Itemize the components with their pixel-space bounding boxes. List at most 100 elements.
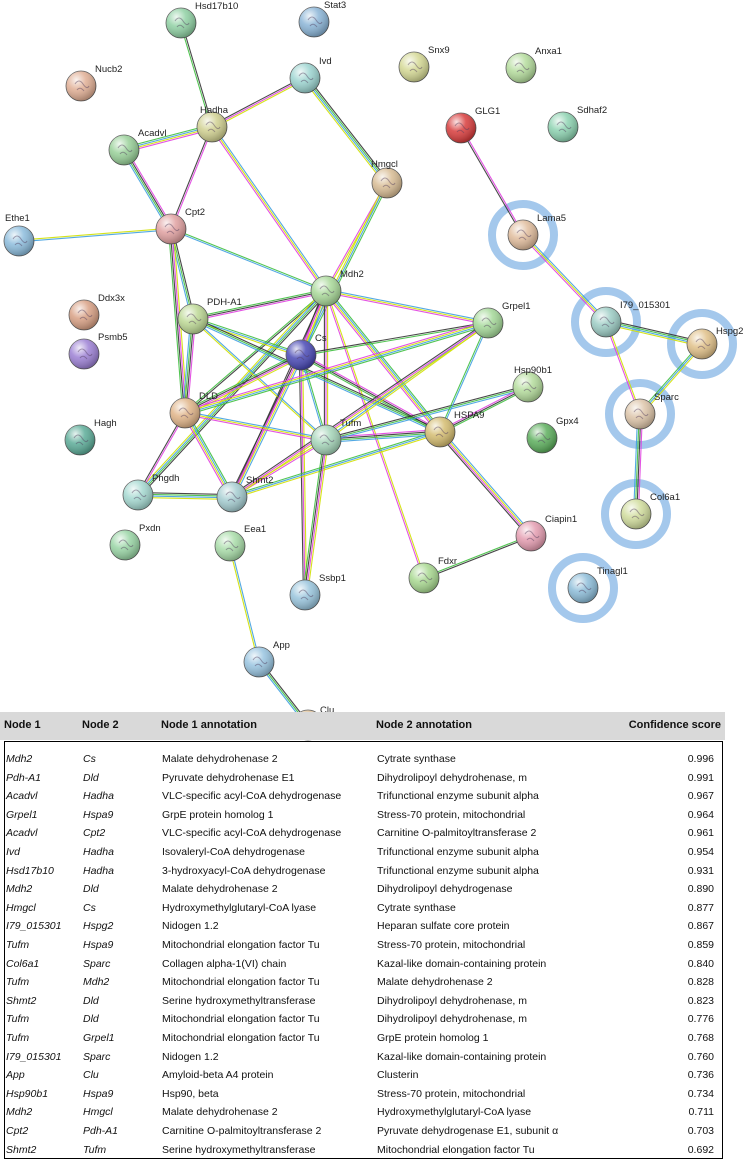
node-app[interactable]: App	[243, 640, 290, 678]
node-psmb5[interactable]: Psmb5	[68, 332, 128, 370]
node-anxa1[interactable]: Anxa1	[505, 46, 562, 84]
node-snx9[interactable]: Snx9	[398, 45, 450, 83]
node-dld[interactable]: DLD	[169, 391, 218, 429]
node-stat3[interactable]: Stat3	[298, 0, 346, 38]
node-label-tinagl1: Tinagl1	[597, 566, 628, 577]
node-label-app: App	[273, 640, 290, 651]
node-fdxr[interactable]: Fdxr	[408, 556, 457, 594]
node-i79-015301[interactable]: I79_015301	[590, 300, 670, 338]
node-eea1[interactable]: Eea1	[214, 524, 266, 562]
node-phgdh[interactable]: Phgdh	[122, 473, 179, 511]
confidence-score-cell: 0.703	[687, 1125, 714, 1137]
node-shmt2[interactable]: Shmt2	[216, 475, 273, 513]
node2-cell: Dld	[83, 994, 99, 1007]
edge-dld-tufm	[184, 410, 327, 443]
structure-icon	[535, 432, 551, 444]
node-hspg2[interactable]: Hspg2	[686, 326, 743, 360]
edge-tufm-hsp90b1	[325, 384, 529, 443]
node2-cell: Dld	[83, 883, 99, 896]
node1-annotation-cell: VLC-specific acyl-CoA dehydrogenase	[162, 827, 342, 840]
node-label-clu: Clu	[320, 705, 334, 716]
node2-cell: Pdh-A1	[83, 1125, 119, 1137]
node-sdhaf2[interactable]: Sdhaf2	[547, 105, 607, 143]
node1-cell: Grpel1	[6, 808, 38, 821]
node-label-anxa1: Anxa1	[535, 46, 562, 57]
node-label-dld: DLD	[199, 391, 218, 402]
table-header: Node 1 Node 2 Node 1 annotation Node 2 a…	[0, 712, 725, 740]
node-ssbp1[interactable]: Ssbp1	[289, 573, 346, 611]
node-hspa9[interactable]: HSPA9	[424, 410, 484, 448]
node1-annotation-cell: Collagen alpha-1(VI) chain	[162, 957, 287, 970]
edge-i79-015301-sparc	[604, 321, 642, 415]
confidence-score-cell: 0.734	[687, 1087, 714, 1100]
node2-cell: Cs	[83, 901, 96, 914]
node-label-ssbp1: Ssbp1	[319, 573, 346, 584]
node-label-shmt2: Shmt2	[246, 475, 273, 486]
node1-annotation-cell: 3-hydroxyacyl-CoA dehydrogenase	[162, 864, 326, 877]
structure-icon	[307, 16, 323, 28]
node2-cell: Cs	[83, 753, 96, 765]
node-grpel1[interactable]: Grpel1	[472, 301, 531, 339]
edge-hadha-cpt2	[169, 126, 214, 230]
confidence-score-cell: 0.736	[687, 1069, 714, 1082]
node-hadha[interactable]: Hadha	[196, 105, 229, 143]
structure-icon	[223, 540, 239, 552]
node-label-ethe1: Ethe1	[5, 213, 30, 224]
node1-cell: Mdh2	[6, 1106, 33, 1119]
node-tinagl1[interactable]: Tinagl1	[567, 566, 628, 604]
node1-annotation-cell: Nidogen 1.2	[162, 920, 219, 933]
edge-cs-shmt2	[229, 353, 304, 499]
edge-cs-grpel1	[300, 321, 489, 357]
node2-cell: Hadha	[83, 790, 114, 803]
node-pdh-a1[interactable]: PDH-A1	[177, 297, 242, 335]
header-confidence-score: Confidence score	[628, 719, 721, 731]
node-glg1[interactable]: GLG1	[445, 106, 500, 144]
node-ddx3x[interactable]: Ddx3x	[68, 293, 125, 331]
node-lama5[interactable]: Lama5	[507, 213, 566, 251]
node-pxdn[interactable]: Pxdn	[109, 523, 161, 561]
node-ciapin1[interactable]: Ciapin1	[515, 514, 577, 552]
node-sparc[interactable]: Sparc	[624, 392, 679, 430]
node-col6a1[interactable]: Col6a1	[620, 492, 680, 530]
header-node1: Node 1	[4, 719, 41, 731]
node2-annotation-cell: Heparan sulfate core protein	[377, 920, 510, 933]
confidence-score-cell: 0.692	[687, 1143, 714, 1156]
node-hmgcl[interactable]: Hmgcl	[371, 159, 403, 199]
node-hsp90b1[interactable]: Hsp90b1	[512, 365, 552, 403]
node-label-phgdh: Phgdh	[152, 473, 179, 484]
edge-mdh2-hspa9	[323, 289, 443, 434]
highlight-ring-i79-015301	[571, 287, 641, 357]
node1-annotation-cell: Mitochondrial elongation factor Tu	[162, 1032, 320, 1044]
node-cs[interactable]: Cs	[285, 333, 327, 371]
node2-annotation-cell: Malate dehydrohenase 2	[377, 976, 493, 989]
confidence-score-cell: 0.760	[687, 1050, 714, 1063]
node2-annotation-cell: Clusterin	[377, 1069, 419, 1082]
node2-annotation-cell: Kazal-like domain-containing protein	[377, 957, 547, 970]
node-acadvl[interactable]: Acadvl	[108, 128, 167, 166]
node-gpx4[interactable]: Gpx4	[526, 416, 579, 454]
node-tufm[interactable]: Tufm	[310, 418, 361, 456]
node-mdh2[interactable]: Mdh2	[310, 269, 364, 307]
node-nucb2[interactable]: Nucb2	[65, 64, 122, 102]
node-label-stat3: Stat3	[324, 0, 346, 11]
node-ivd[interactable]: Ivd	[289, 56, 332, 94]
node-cpt2[interactable]: Cpt2	[155, 207, 205, 245]
node-hagh[interactable]: Hagh	[64, 418, 117, 456]
node-ethe1[interactable]: Ethe1	[3, 213, 35, 257]
node2-cell: Dld	[83, 771, 99, 784]
node2-cell: Clu	[83, 1069, 99, 1082]
node1-cell: Acadvl	[6, 790, 38, 803]
structure-icon	[599, 316, 615, 328]
node2-cell: Sparc	[83, 957, 111, 970]
node1-cell: Tufm	[6, 939, 30, 951]
node-hsd17b10[interactable]: Hsd17b10	[165, 1, 238, 39]
